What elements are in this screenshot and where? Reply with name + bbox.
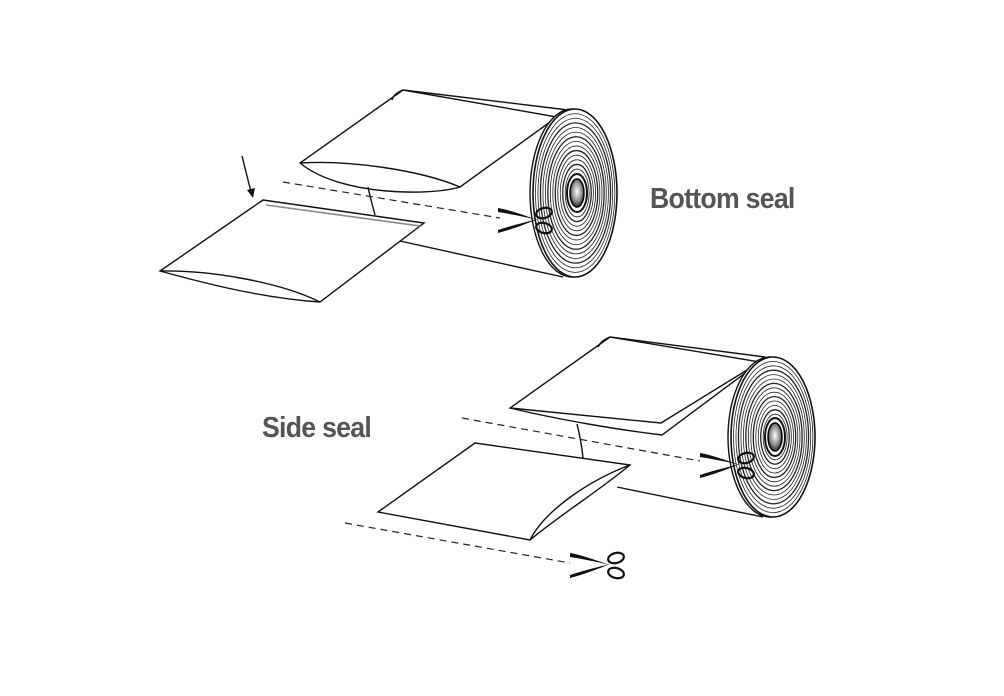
roll-ring — [535, 113, 616, 273]
side-seal-line — [529, 464, 631, 541]
roll-ring — [549, 140, 603, 246]
roll-hole — [569, 178, 585, 208]
side-seal-label: Side seal — [262, 412, 372, 444]
cut-line — [344, 522, 571, 564]
bottom-seal-line — [265, 204, 421, 227]
roll-ring — [735, 365, 812, 509]
arrow-down-icon — [241, 155, 255, 198]
roll-ring — [547, 136, 605, 250]
roll-ring — [757, 404, 792, 469]
roll-ring — [542, 127, 609, 259]
roll-ring — [557, 154, 596, 232]
roll-ring — [745, 382, 803, 492]
side-seal-figure — [344, 336, 816, 582]
roll-ring — [537, 117, 614, 269]
cut-line — [282, 181, 501, 219]
roll-ring — [742, 378, 805, 496]
roll-ring — [750, 391, 799, 483]
roll-ring — [762, 413, 788, 461]
roll-ring — [752, 395, 797, 479]
roll-ring — [737, 369, 810, 505]
bottom-seal-label: Bottom seal — [650, 183, 795, 215]
film-roll — [529, 108, 618, 278]
film-flap — [298, 89, 559, 193]
roll-ring — [552, 145, 601, 241]
cut-bag — [158, 199, 426, 303]
cut-bag — [376, 442, 632, 541]
roll-ring — [539, 122, 612, 264]
roll-ring — [747, 387, 801, 487]
film-flap — [508, 336, 762, 436]
roll-ring — [760, 409, 790, 465]
roll-ring — [733, 360, 814, 513]
roll-ring — [554, 149, 599, 237]
scissors-icon — [568, 549, 627, 582]
roll-ring — [544, 131, 607, 255]
roll-ring — [564, 168, 590, 218]
roll-ring — [740, 374, 807, 500]
roll-ring — [559, 159, 594, 227]
roll-hole — [767, 422, 783, 452]
cut-line — [461, 417, 701, 462]
roll-ring — [562, 163, 592, 223]
roll-ring — [755, 400, 794, 474]
film-roll — [727, 356, 816, 518]
bottom-seal-figure — [158, 89, 618, 303]
